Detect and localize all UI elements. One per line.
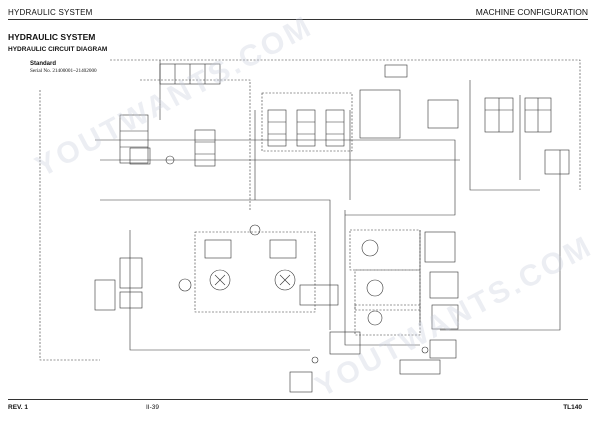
swing-valve (424, 231, 456, 263)
pump-2 (274, 269, 296, 291)
engine-coupling (178, 278, 192, 292)
selector-valve-left (129, 147, 151, 165)
footer-revision: REV. 1 (8, 404, 28, 411)
travel-motor-right (366, 279, 384, 297)
pump-assembly (194, 231, 316, 313)
spool-3 (325, 109, 345, 147)
pump-1 (209, 269, 231, 291)
temp-sensor (311, 356, 319, 364)
travel-valve-left (431, 304, 459, 330)
travel-motor-left-block (354, 304, 421, 336)
pilot-line-left (39, 90, 100, 361)
control-valve-small (194, 129, 216, 167)
header-rule (8, 19, 588, 20)
spool-1 (267, 109, 287, 147)
diagram-title: HYDRAULIC CIRCUIT DIAGRAM (8, 46, 108, 53)
pilot-line-mid (140, 79, 251, 210)
variant-label: Standard (30, 61, 57, 67)
main-line-9 (440, 150, 561, 331)
oil-cooler (329, 331, 361, 355)
spool-2 (296, 109, 316, 147)
pilot-line-outer (110, 59, 581, 190)
return-filter (119, 291, 143, 309)
accumulator (249, 224, 261, 236)
main-line-4 (129, 230, 310, 351)
main-line-10 (344, 210, 420, 346)
footer-page-number: II-39 (146, 404, 160, 411)
travel-valve-right (429, 271, 459, 299)
header-section: HYDRAULIC SYSTEM (8, 8, 93, 17)
filter-left (119, 257, 143, 289)
serial-range: Serial No. 21400001~21402000 (30, 68, 97, 74)
aux-valve-left (119, 114, 149, 164)
main-control-valve (261, 92, 353, 152)
tank (94, 279, 116, 311)
travel-motor-left (367, 310, 383, 326)
main-line-1 (95, 139, 456, 216)
check-valve-top (384, 64, 408, 78)
bucket-valve (427, 99, 459, 129)
pressure-switch-left (165, 155, 175, 165)
page-title: HYDRAULIC SYSTEM (8, 32, 96, 42)
solenoid-valve-right (544, 149, 570, 175)
main-line-3 (100, 199, 331, 330)
engine-block (289, 371, 313, 393)
travel-motor-block (354, 269, 421, 311)
header-chapter: MACHINE CONFIGURATION (475, 7, 588, 17)
swing-motor (361, 239, 379, 257)
pilot-block (299, 284, 339, 306)
main-line-7 (469, 80, 540, 191)
valve-block-right (359, 89, 401, 139)
footer-rule (8, 399, 588, 400)
regulator-2 (269, 239, 297, 259)
drain-block (399, 359, 441, 375)
check-valve-bottom (421, 346, 429, 354)
footer-model: TL140 (563, 404, 582, 411)
regulator-1 (204, 239, 232, 259)
swing-motor-block (349, 229, 421, 271)
filter-bottom-right (429, 339, 457, 359)
